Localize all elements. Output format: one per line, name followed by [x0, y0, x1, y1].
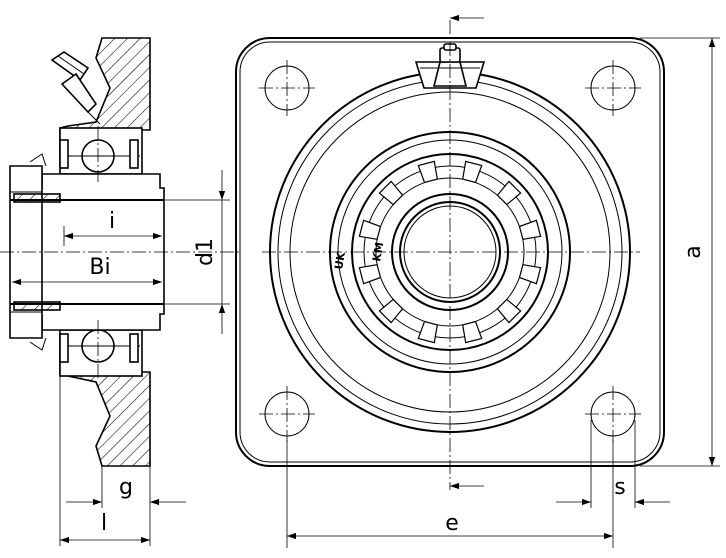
seal-lower-right	[129, 333, 139, 363]
locking-ring-slot	[417, 320, 438, 344]
locking-ring-slot	[518, 264, 542, 285]
dim-label-l: l	[101, 511, 107, 536]
dim-label-a: a	[681, 245, 706, 258]
dim-label-g: g	[119, 475, 133, 500]
locking-ring-slot	[496, 180, 522, 206]
seal-upper-right	[129, 139, 139, 169]
front-view: UK KM	[235, 20, 665, 490]
locking-ring-slot	[462, 320, 483, 344]
locking-ring-slot	[462, 160, 483, 184]
bolt-holes	[259, 60, 641, 442]
dim-label-s: s	[614, 475, 625, 500]
dim-label-d1: d1	[193, 238, 218, 266]
dim-label-e: e	[445, 511, 459, 536]
marking-uk: UK	[332, 251, 348, 271]
marking-km: KM	[370, 241, 386, 262]
locking-ring-slot	[496, 298, 522, 324]
locking-ring-slots	[358, 160, 542, 344]
side-section-view	[0, 37, 240, 467]
dim-label-i: i	[109, 209, 115, 234]
locking-ring-slot	[417, 160, 438, 184]
seal-upper-left	[59, 139, 69, 169]
grease-nipple	[50, 51, 101, 125]
seal-lower-left	[59, 333, 69, 363]
locking-ring-slot	[378, 180, 404, 206]
locking-ring-slot	[518, 219, 542, 240]
locking-ring-slot	[358, 264, 382, 285]
dimensions: i Bi d1 g l a e s	[12, 14, 720, 548]
locking-ring-slot	[378, 298, 404, 324]
locking-ring-slot	[358, 219, 382, 240]
dim-label-bi: Bi	[89, 255, 110, 280]
